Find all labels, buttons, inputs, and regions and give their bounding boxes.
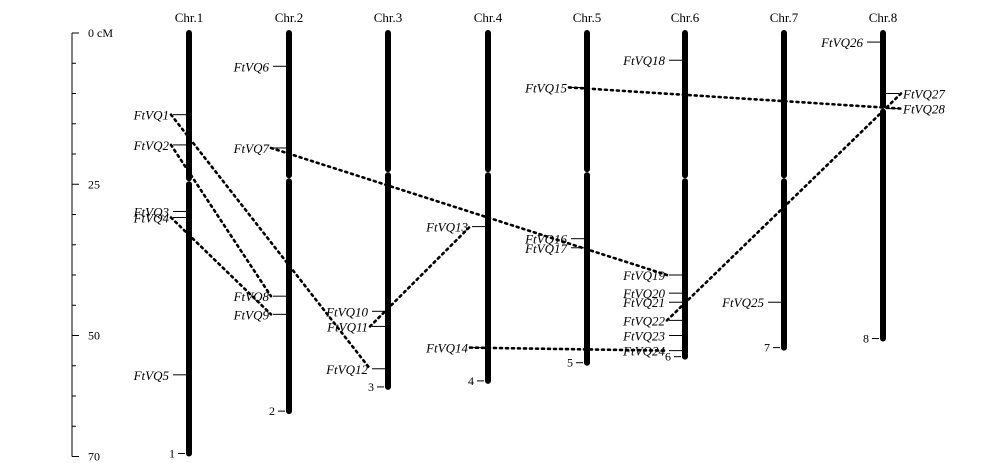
gene-label: FtVQ9 [233,307,270,322]
gene-label: FtVQ11 [326,319,368,334]
cm-scale: 0 cM 25 50 70 [71,26,113,463]
duplication-link [665,92,903,322]
gene-label: FtVQ21 [622,295,665,310]
chromosome-label: Chr.7 [770,10,799,25]
gene-label: FtVQ17 [524,241,567,256]
gene-label: FtVQ1 [133,108,169,123]
chromosomes: Chr.1 1 Chr.2 2 Chr.3 3 Chr.4 4 Chr.5 5 Chr.6 6 Chr.… [169,10,897,460]
gene-label: FtVQ4 [133,211,170,226]
gene-label: FtVQ6 [233,59,270,74]
chromosome-label: Chr.5 [573,10,602,25]
chromosome-end-number: 2 [269,404,275,418]
gene-label: FtVQ2 [133,138,170,153]
chromosome-end-number: 4 [468,374,474,388]
gene-label: FtVQ12 [325,362,368,377]
gene-label: FtVQ23 [622,329,665,344]
gene-label: FtVQ25 [721,295,764,310]
gene-label: FtVQ7 [233,141,270,156]
gene-label: FtVQ19 [622,268,665,283]
chromosome-label: Chr.3 [374,10,403,25]
chromosome-label: Chr.8 [869,10,898,25]
gene-label: FtVQ16 [524,232,567,247]
gene-label: FtVQ22 [622,313,665,328]
gene-label: FtVQ28 [902,102,945,117]
gene-label: FtVQ8 [233,289,270,304]
scale-label: 50 [88,329,100,343]
gene-label: FtVQ20 [622,286,665,301]
chromosome-end-number: 7 [764,341,770,355]
gene-label: FtVQ18 [622,53,665,68]
gene-label: FtVQ3 [133,204,170,219]
gene-label: FtVQ26 [820,35,863,50]
chromosome-label: Chr.4 [474,10,503,25]
duplication-link [468,346,669,352]
chromosome-label: Chr.1 [175,10,204,25]
gene-label: FtVQ10 [325,304,368,319]
gene-label: FtVQ13 [425,220,468,235]
chromosome-label: Chr.6 [671,10,700,25]
chromosome-end-number: 5 [567,356,573,370]
scale-label: 25 [88,177,100,191]
segmental-duplication-links [169,86,903,371]
gene-label: FtVQ14 [425,341,468,356]
duplication-link [368,225,472,328]
chromosome-end-number: 3 [368,380,374,394]
chromosome-end-number: 8 [863,332,869,346]
chromosome-end-number: 1 [169,446,175,460]
duplication-link [169,143,273,298]
gene-label: FtVQ27 [902,87,945,102]
duplication-link [169,113,372,371]
chromosome-end-number: 6 [665,350,671,364]
duplication-link [169,216,273,316]
duplication-link [567,86,903,110]
gene-label: FtVQ5 [133,368,170,383]
chromosome-label: Chr.2 [275,10,304,25]
duplication-link [269,146,669,277]
scale-label: 0 cM [88,26,113,40]
gene-label: FtVQ15 [524,80,567,95]
scale-label: 70 [88,450,100,463]
